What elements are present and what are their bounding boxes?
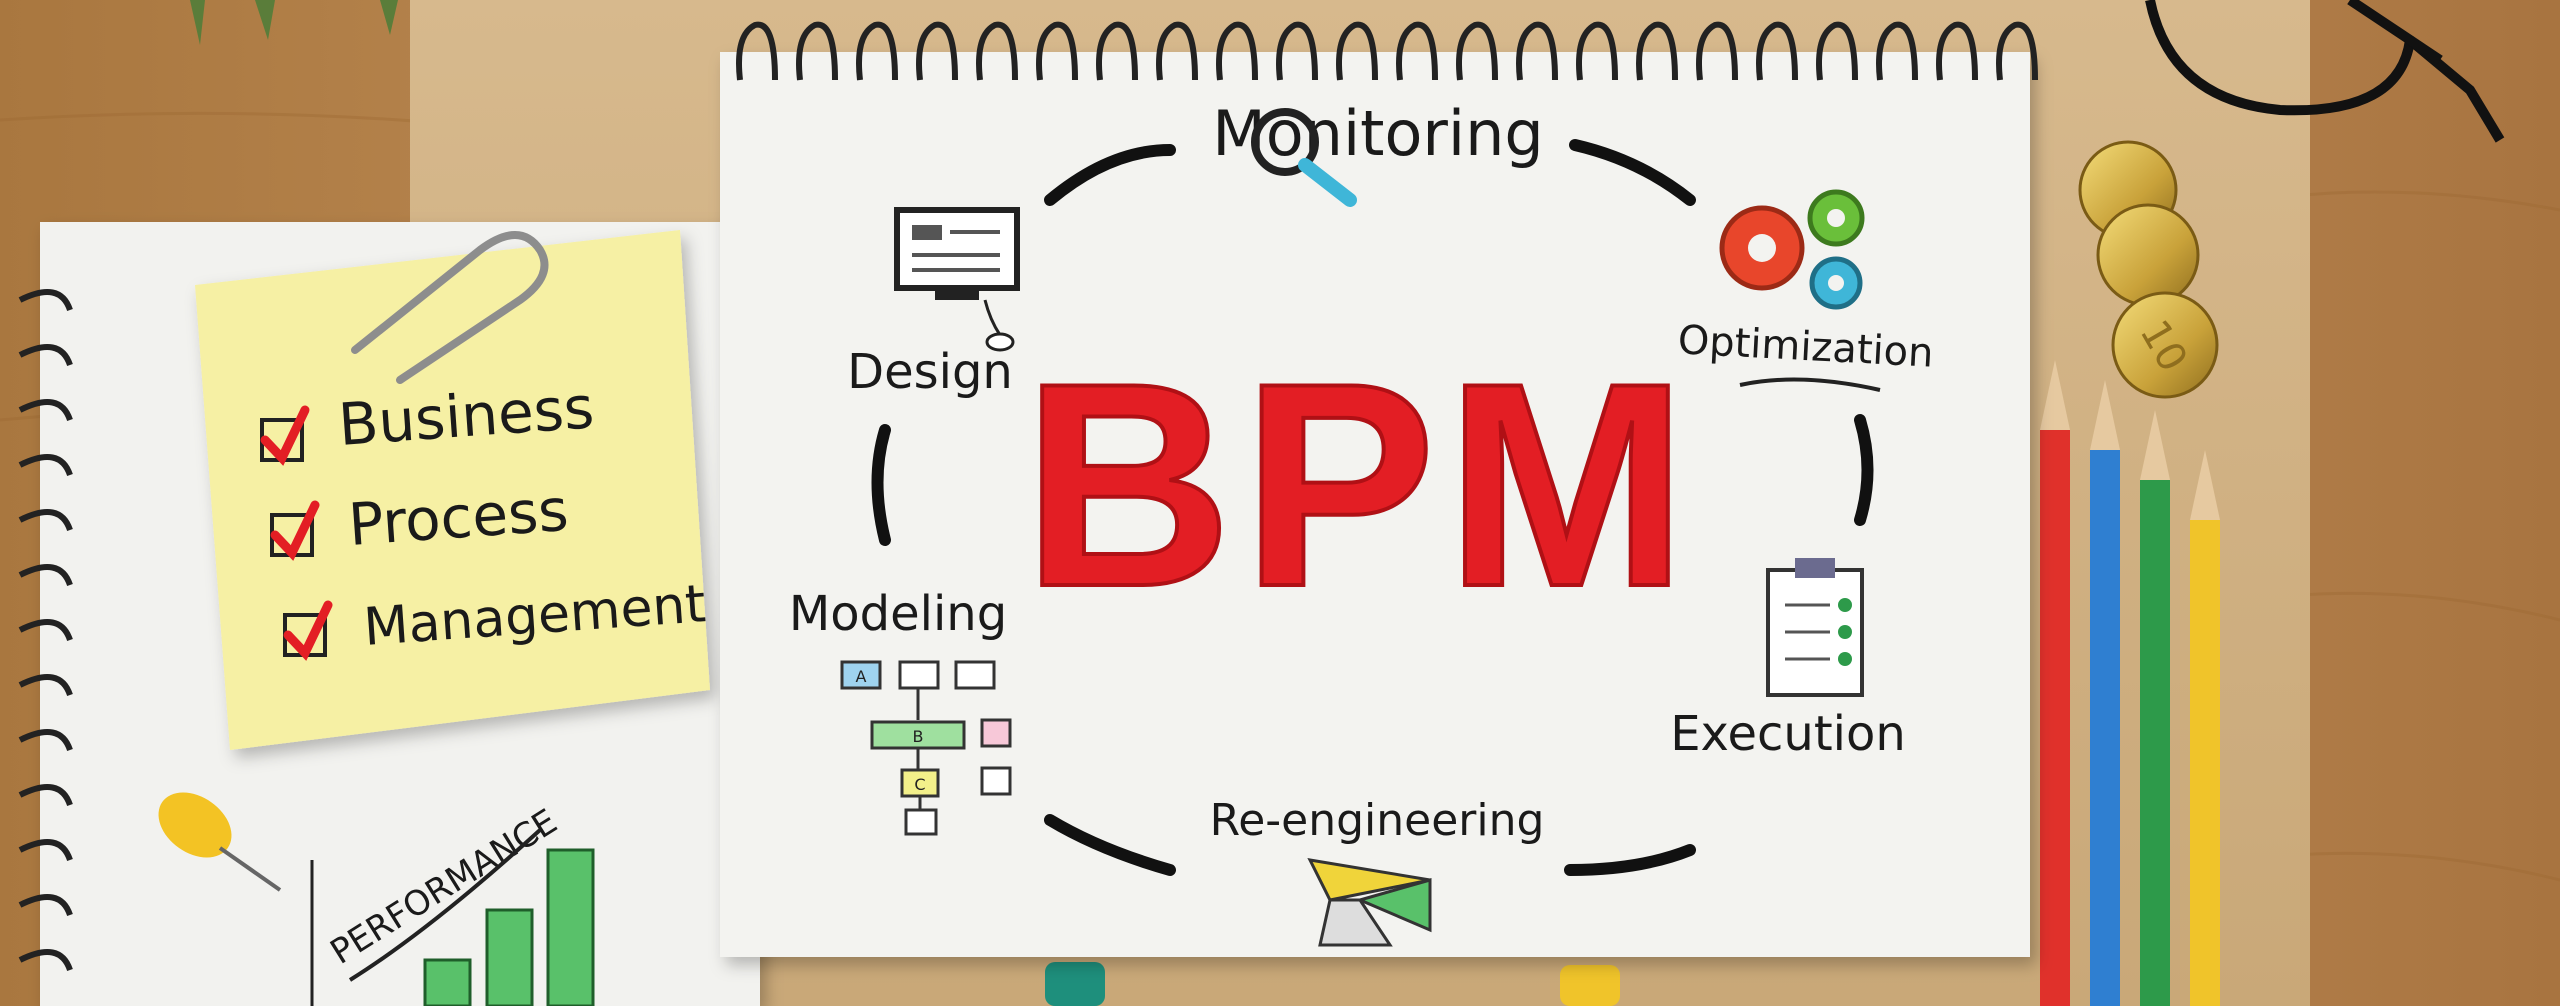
flow-block-b-label: B xyxy=(913,727,924,746)
eyeglasses xyxy=(2145,0,2505,143)
checkmark-icon xyxy=(283,600,333,661)
monitor-icon xyxy=(894,207,1020,352)
stage-label-modeling: Modeling xyxy=(789,586,1007,642)
stage-label-design: Design xyxy=(847,344,1013,400)
flowchart-icon: A B C xyxy=(840,660,1012,836)
stage-label-execution: Execution xyxy=(1670,706,1906,762)
main-notebook-spiral xyxy=(736,21,2038,81)
colored-pencils xyxy=(2040,360,2220,1006)
flow-block-c-label: C xyxy=(914,775,925,794)
stage-label-monitoring: Monitoring xyxy=(1212,97,1544,170)
pie-chart-icon xyxy=(1307,858,1432,947)
checkmark-icon xyxy=(260,405,310,466)
bottom-pushpins xyxy=(1045,962,1620,1006)
flow-block-a-label: A xyxy=(856,667,867,686)
stage-label-reengineering: Re-engineering xyxy=(1210,795,1545,846)
checklist-label-process: Process xyxy=(346,476,570,559)
gears-icon xyxy=(1719,189,1865,310)
left-notebook-spiral xyxy=(18,289,73,972)
checklist-item-process: Process xyxy=(270,476,570,561)
checklist-item-business: Business xyxy=(260,373,596,466)
performance-bar xyxy=(423,958,472,1006)
performance-bar xyxy=(546,848,595,1006)
performance-bar xyxy=(485,908,534,1006)
checkmark-icon xyxy=(270,500,320,561)
coin-stack: 10 xyxy=(2078,140,2219,399)
trend-arrow-icon xyxy=(348,828,542,982)
bpm-title: BPM xyxy=(1023,323,1697,647)
clipboard-icon xyxy=(1766,558,1864,697)
underline xyxy=(1739,377,1881,392)
main-notebook xyxy=(720,52,2030,957)
magnifier-icon xyxy=(1251,108,1357,207)
cycle-arcs xyxy=(871,139,1874,876)
flow-block-a xyxy=(840,660,882,690)
yellow-pushpin xyxy=(158,792,282,892)
paperclip xyxy=(351,231,549,384)
